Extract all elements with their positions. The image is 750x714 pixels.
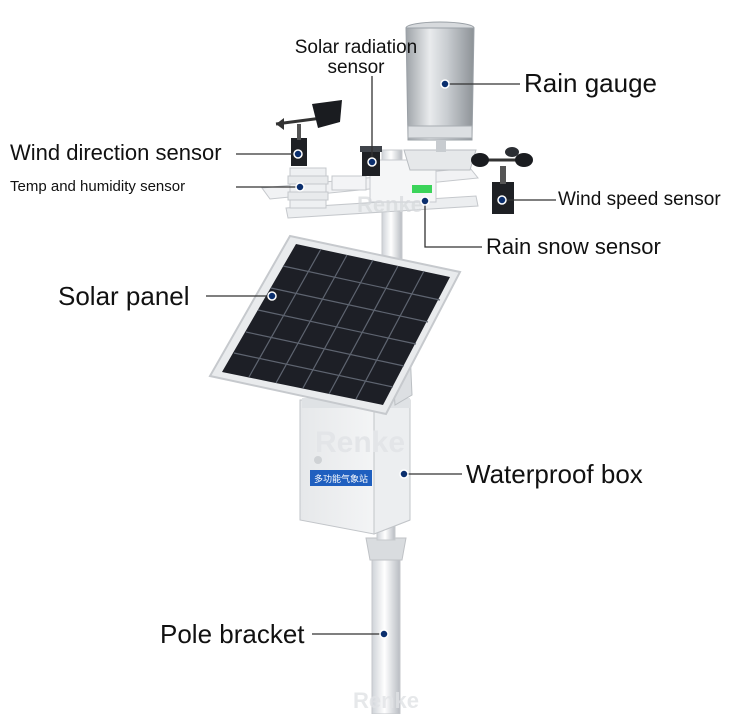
- marker-solar-panel: [267, 291, 277, 301]
- box-sticker-text: 多功能气象站: [314, 473, 368, 485]
- label-pole-bracket: Pole bracket: [160, 619, 305, 649]
- marker-rain-snow: [420, 196, 430, 206]
- label-waterproof-box: Waterproof box: [466, 459, 643, 489]
- watermark-top: Renke: [357, 192, 423, 217]
- marker-solar-radiation: [367, 157, 377, 167]
- callout-line-rain-snow: [424, 201, 482, 248]
- label-rain-gauge: Rain gauge: [524, 68, 657, 98]
- label-wind-direction: Wind direction sensor: [10, 140, 222, 165]
- label-solar-radiation-line1: Solar radiation: [294, 37, 418, 58]
- rain-snow-element: [412, 185, 432, 193]
- watermark-bottom: Renke: [353, 688, 419, 713]
- watermark-box: Renke: [315, 426, 405, 459]
- pole: [365, 379, 407, 714]
- callout-lines: [206, 76, 556, 635]
- waterproof-box: 多功能气象站 Renke: [299, 398, 411, 535]
- box-sticker: [310, 470, 372, 486]
- crossbar: [261, 159, 479, 219]
- label-solar-radiation: Solar radiation sensor: [282, 38, 430, 77]
- wind-vane: [275, 100, 342, 166]
- marker-rain-gauge: [440, 79, 450, 89]
- marker-waterproof-box: [399, 469, 409, 479]
- marker-wind-direction: [293, 149, 303, 159]
- marker-temp-humidity: [295, 182, 305, 192]
- label-rain-snow: Rain snow sensor: [486, 234, 661, 259]
- marker-pole-bracket: [379, 629, 389, 639]
- label-temp-humidity: Temp and humidity sensor: [10, 178, 186, 195]
- label-solar-radiation-line2: sensor: [327, 57, 385, 78]
- marker-wind-speed: [497, 195, 507, 205]
- temp-humidity-shield: [287, 167, 367, 209]
- rain-gauge-unit: [403, 21, 477, 171]
- callout-markers: [267, 79, 507, 639]
- label-wind-speed: Wind speed sensor: [558, 189, 721, 210]
- solar-panel: [208, 234, 462, 416]
- label-solar-panel: Solar panel: [58, 281, 190, 311]
